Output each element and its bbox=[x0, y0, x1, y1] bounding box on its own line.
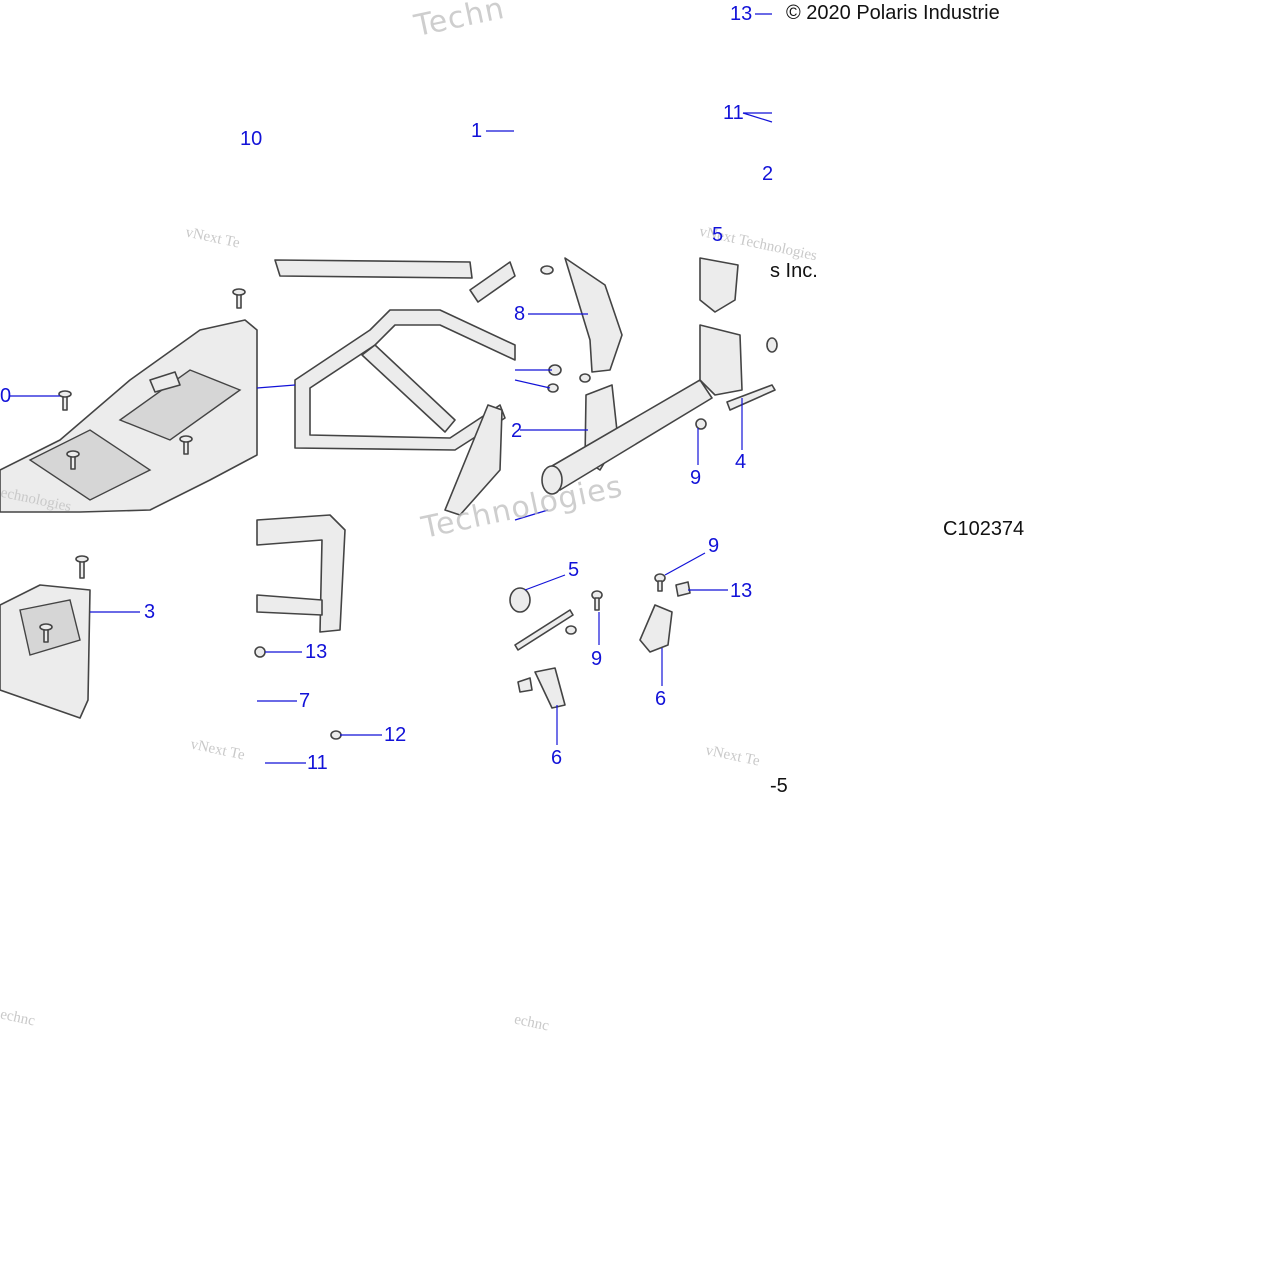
callout-12: 12 bbox=[384, 724, 407, 746]
callout-5: 5 bbox=[568, 559, 580, 581]
bolt-set-left bbox=[58, 288, 246, 470]
callout-11: 11 bbox=[723, 102, 744, 124]
callout-2: 2 bbox=[762, 163, 774, 185]
callout-6: 6 bbox=[655, 688, 667, 710]
callout-1: 1 bbox=[471, 120, 483, 142]
callout-8: 8 bbox=[514, 303, 526, 325]
callout-3: 3 bbox=[144, 601, 156, 623]
leader-lines bbox=[10, 13, 773, 764]
callout-13: 13 bbox=[730, 580, 753, 602]
callout-2: 2 bbox=[511, 420, 523, 442]
copyright-fragment: s Inc. bbox=[770, 260, 818, 282]
callout-5-fragment: -5 bbox=[770, 775, 788, 797]
callout-10: 10 bbox=[240, 128, 263, 150]
callout-9: 9 bbox=[708, 535, 720, 557]
cross-tube bbox=[541, 257, 778, 495]
callout-5: 5 bbox=[712, 224, 724, 246]
angled-bracket bbox=[444, 404, 503, 516]
copyright-text: © 2020 Polaris Industrie bbox=[786, 2, 1000, 24]
callout-6: 6 bbox=[551, 747, 563, 769]
callout-10-fragment: 0 bbox=[0, 385, 12, 407]
callout-13: 13 bbox=[730, 3, 753, 25]
rack-panel-left bbox=[0, 319, 258, 513]
diagram-code: C102374 bbox=[943, 518, 1025, 540]
callout-13: 13 bbox=[305, 641, 328, 663]
callout-9: 9 bbox=[591, 648, 603, 670]
callout-11: 11 bbox=[307, 752, 328, 774]
callout-4: 4 bbox=[735, 451, 747, 473]
callout-9: 9 bbox=[690, 467, 702, 489]
callout-7: 7 bbox=[299, 690, 311, 712]
tube-frame bbox=[256, 259, 516, 633]
hardware-parts bbox=[254, 265, 707, 740]
rack-panel-lower bbox=[0, 555, 91, 719]
